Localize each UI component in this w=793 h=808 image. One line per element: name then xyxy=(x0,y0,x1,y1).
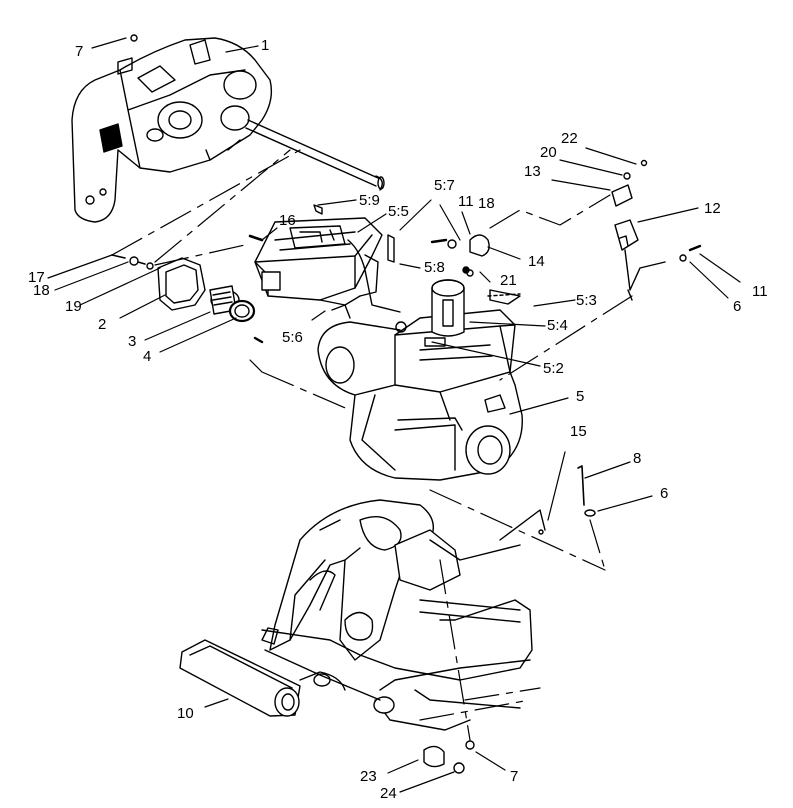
callout-6-upper: 6 xyxy=(733,298,742,315)
callout-5-3: 5:3 xyxy=(576,292,597,309)
frame-assembly xyxy=(261,499,546,731)
callout-5: 5 xyxy=(576,388,585,405)
callout-5-4: 5:4 xyxy=(547,317,568,334)
callout-5-9: 5:9 xyxy=(359,192,380,209)
callout-20: 20 xyxy=(540,144,557,161)
callout-22: 22 xyxy=(561,130,578,147)
callout-21: 21 xyxy=(500,272,517,289)
callout-19: 19 xyxy=(65,298,82,315)
switch-parts xyxy=(430,159,702,301)
callout-5-7: 5:7 xyxy=(434,177,455,194)
callout-18-left: 18 xyxy=(33,282,50,299)
callout-11-left: 11 xyxy=(458,193,474,210)
callout-5-6: 5:6 xyxy=(282,329,303,346)
transmission-gearbox xyxy=(71,37,385,223)
gasket-assembly xyxy=(111,254,264,344)
callout-8: 8 xyxy=(633,450,642,467)
callout-11-right: 11 xyxy=(752,283,768,300)
callout-16: 16 xyxy=(279,212,296,229)
callout-14: 14 xyxy=(528,253,545,270)
engine-assembly xyxy=(317,234,523,481)
callout-1: 1 xyxy=(261,37,270,54)
callout-13: 13 xyxy=(524,163,541,180)
callout-24: 24 xyxy=(380,785,397,802)
callout-23: 23 xyxy=(360,768,377,785)
callout-7-top: 7 xyxy=(75,43,84,60)
handle-grip xyxy=(179,639,301,717)
callout-15: 15 xyxy=(570,423,587,440)
small-hardware xyxy=(130,34,596,774)
callout-6-lower: 6 xyxy=(660,485,669,502)
callout-17: 17 xyxy=(28,269,45,286)
callout-7-bottom: 7 xyxy=(510,768,519,785)
callout-5-2: 5:2 xyxy=(543,360,564,377)
callout-5-8: 5:8 xyxy=(424,259,445,276)
control-housing xyxy=(248,204,401,319)
callout-5-5: 5:5 xyxy=(388,203,409,220)
callout-12: 12 xyxy=(704,200,721,217)
callout-10: 10 xyxy=(177,705,194,722)
callout-4: 4 xyxy=(143,348,152,365)
callout-18-right: 18 xyxy=(478,195,495,212)
callout-3: 3 xyxy=(128,333,137,350)
callout-2: 2 xyxy=(98,316,107,333)
